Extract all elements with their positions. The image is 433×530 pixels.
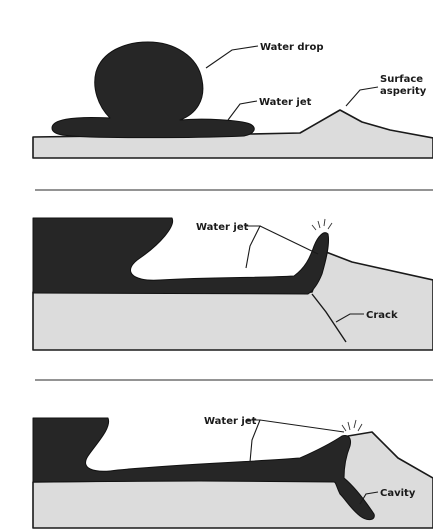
water-jet-leader-2 <box>260 226 318 254</box>
water-jet-leader <box>228 101 257 120</box>
surface-asperity-leader <box>346 87 378 106</box>
water-drop-label: Water drop <box>260 42 324 53</box>
panel-cavity: Water jet Cavity <box>33 416 433 528</box>
spray-marks <box>342 420 362 431</box>
panel-impact: Water drop Water jet Surface asperity <box>33 42 433 158</box>
water-jet-label: Water jet <box>259 97 312 108</box>
surface-asperity-label-line1: Surface <box>380 74 423 85</box>
water-jet-leader-2 <box>260 420 344 432</box>
panel-crack: Water jet Crack <box>33 218 433 350</box>
water-drop-leader <box>206 46 258 68</box>
cavity-label: Cavity <box>380 488 416 499</box>
water-jet-label: Water jet <box>196 222 249 233</box>
crack-label: Crack <box>366 310 398 321</box>
water-drop-shape <box>52 42 254 138</box>
spray-marks <box>312 219 332 230</box>
water-jet-label: Water jet <box>204 416 257 427</box>
surface-asperity-label-line2: asperity <box>380 86 427 97</box>
water-jet-shape <box>33 218 329 294</box>
